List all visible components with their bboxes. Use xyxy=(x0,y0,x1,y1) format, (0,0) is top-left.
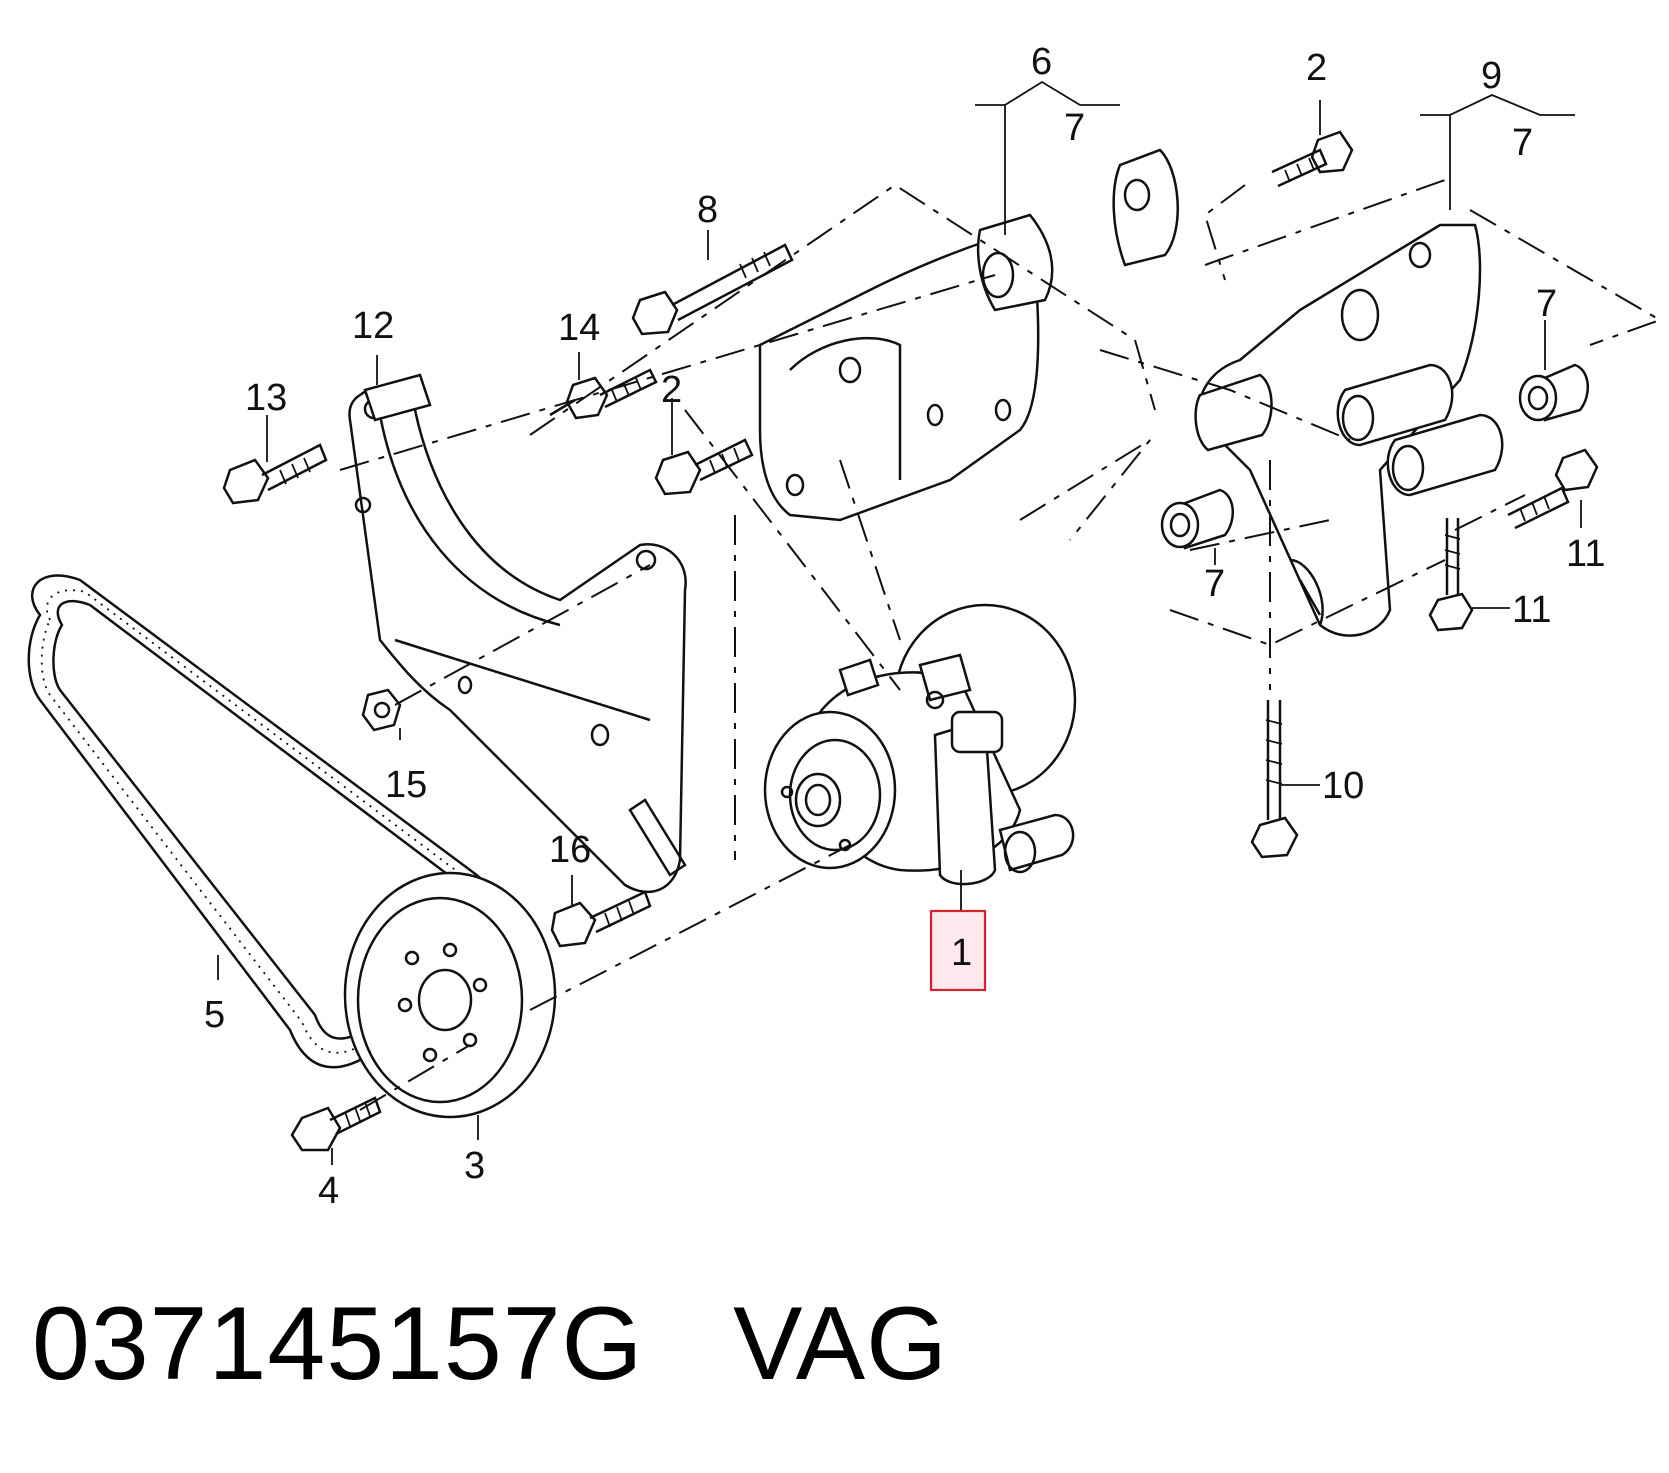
callout-14[interactable]: 14 xyxy=(558,307,600,349)
brand-name: VAG xyxy=(733,1286,949,1402)
callout-11-lower[interactable]: 11 xyxy=(1512,589,1551,631)
right-bracket xyxy=(1194,223,1504,637)
callout-2-middle[interactable]: 2 xyxy=(661,369,682,411)
nut-15 xyxy=(361,688,402,732)
bolt-13 xyxy=(222,443,328,505)
power-steering-pump xyxy=(763,603,1077,886)
callout-7-top-left[interactable]: 7 xyxy=(1064,107,1085,149)
callout-15[interactable]: 15 xyxy=(385,764,427,806)
callout-7-lower[interactable]: 7 xyxy=(1204,563,1225,605)
callout-5[interactable]: 5 xyxy=(204,994,225,1036)
bushing-7-right xyxy=(1518,363,1589,422)
callout-10[interactable]: 10 xyxy=(1322,765,1364,807)
callout-11-right[interactable]: 11 xyxy=(1566,533,1605,575)
callout-7-top-right[interactable]: 7 xyxy=(1512,122,1533,164)
callout-7-right[interactable]: 7 xyxy=(1536,283,1557,325)
callout-labels: 1 2 2 3 4 5 6 7 7 7 7 8 9 10 11 11 12 13… xyxy=(204,41,1605,1212)
bolt-10 xyxy=(1250,700,1299,859)
bolt-11-vertical xyxy=(1428,518,1474,632)
callout-13[interactable]: 13 xyxy=(245,377,287,419)
callout-3[interactable]: 3 xyxy=(464,1145,485,1187)
callout-6[interactable]: 6 xyxy=(1031,41,1052,83)
bolt-2-top xyxy=(1271,130,1354,188)
bushing-7-left xyxy=(1160,488,1234,550)
callout-4[interactable]: 4 xyxy=(318,1170,339,1212)
lower-bracket xyxy=(348,373,687,894)
bolt-16 xyxy=(550,890,652,948)
part-number-caption: 037145157G VAG xyxy=(32,1285,948,1404)
callout-12[interactable]: 12 xyxy=(352,305,394,347)
bolt-4 xyxy=(290,1096,382,1152)
callout-8[interactable]: 8 xyxy=(697,189,718,231)
callout-16[interactable]: 16 xyxy=(549,829,591,871)
bolt-11-right xyxy=(1507,448,1599,530)
pulley xyxy=(343,871,557,1119)
callout-9[interactable]: 9 xyxy=(1481,55,1502,97)
upper-bracket xyxy=(758,148,1179,522)
assembly-lines xyxy=(339,179,1663,1111)
part-number: 037145157G xyxy=(32,1286,644,1402)
bolt-2-middle xyxy=(654,438,754,496)
callout-1-highlight xyxy=(929,909,987,992)
callout-1[interactable]: 1 xyxy=(951,932,972,974)
callout-2-top[interactable]: 2 xyxy=(1306,47,1327,89)
leader-lines xyxy=(217,80,1582,1165)
bolt-8 xyxy=(631,243,794,336)
